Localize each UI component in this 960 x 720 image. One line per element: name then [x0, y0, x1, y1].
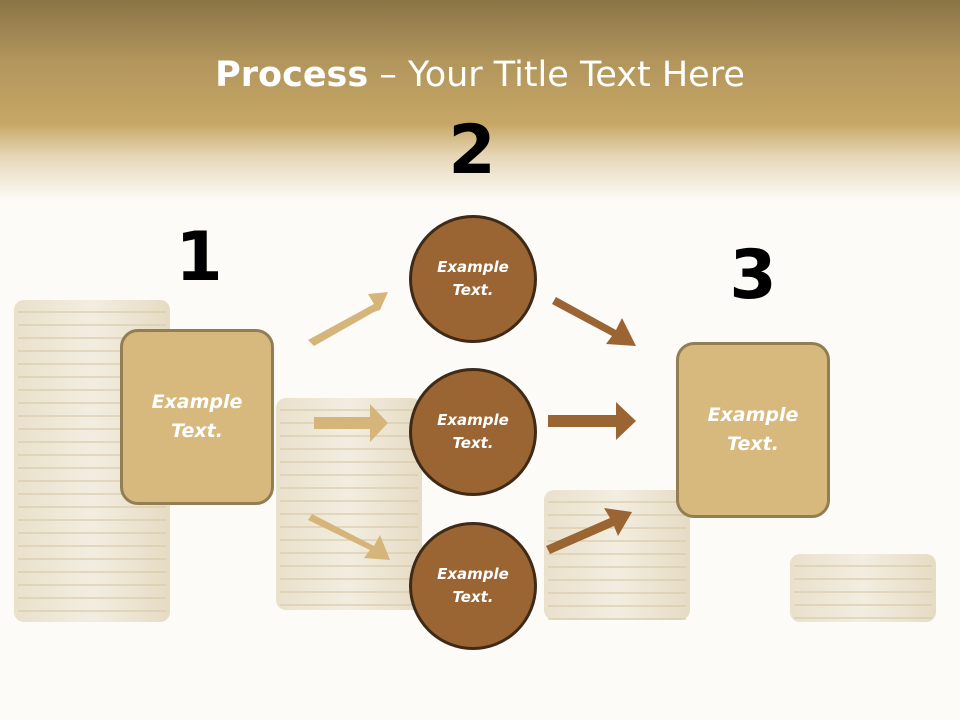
circle-middle-text: Example Text.	[437, 411, 509, 452]
arrow-to-bottom-circle	[308, 514, 390, 560]
arrow-to-top-circle	[308, 292, 388, 346]
header-band	[0, 0, 960, 200]
step-1-text: Example Text.	[151, 391, 243, 442]
title-bold: Process	[215, 55, 369, 95]
circle-bottom-text: Example Text.	[437, 565, 509, 606]
slide-title: Process – Your Title Text Here	[0, 52, 960, 98]
circle-top-text: Example Text.	[437, 258, 509, 299]
step-2-circle-middle: Example Text.	[409, 368, 537, 496]
arrow-to-middle-circle	[314, 404, 388, 442]
title-rest: – Your Title Text Here	[368, 55, 745, 95]
arrow-from-middle-circle	[548, 402, 636, 440]
step-2-circle-top: Example Text.	[409, 215, 537, 343]
step-2-circle-bottom: Example Text.	[409, 522, 537, 650]
step-number-3: 3	[729, 236, 777, 315]
coin-stack	[544, 490, 690, 620]
step-number-2: 2	[448, 111, 496, 190]
step-1-box: Example Text.	[120, 329, 274, 505]
arrow-from-top-circle	[552, 297, 636, 346]
arrow-from-bottom-circle	[546, 508, 632, 554]
step-number-1: 1	[175, 218, 223, 297]
step-3-box: Example Text.	[676, 342, 830, 518]
step-3-text: Example Text.	[707, 404, 799, 455]
